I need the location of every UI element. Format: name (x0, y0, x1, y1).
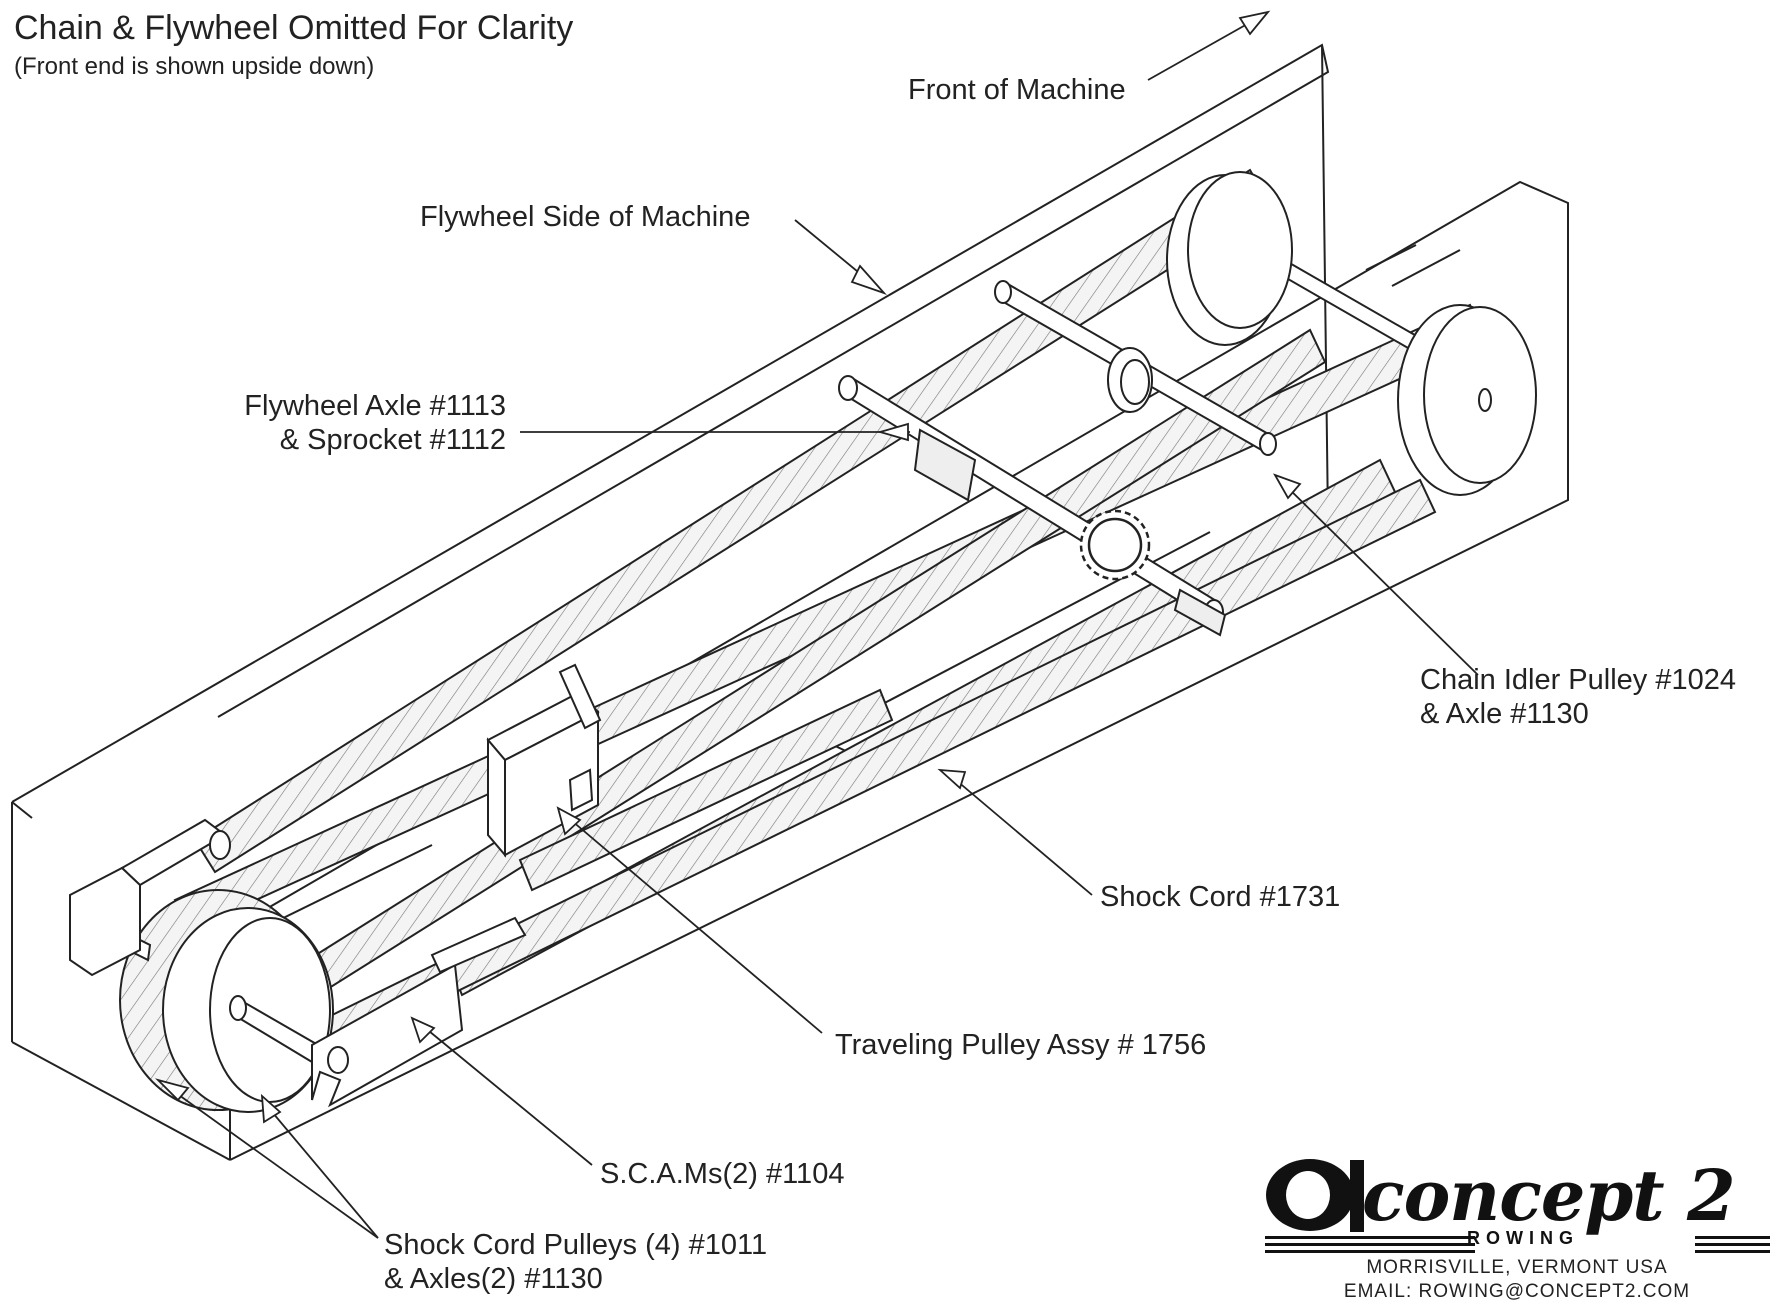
brand-tagline: ROWING (1467, 1228, 1579, 1248)
traveling-pulley-assy (486, 663, 602, 858)
concept2-logo-icon (1265, 1159, 1770, 1253)
scam-bracket-2 (311, 916, 527, 1108)
brand-address: MORRISVILLE, VERMONT USA (1366, 1257, 1668, 1278)
brand-email: EMAIL: ROWING@CONCEPT2.COM (1343, 1281, 1691, 1302)
leader-shock-pulleys-a (164, 1084, 379, 1239)
leader-traveling-pulley (564, 814, 823, 1034)
label-chain-idler-line2: & Axle #1130 (1420, 698, 1589, 730)
leader-shock-pulleys-b (261, 1099, 379, 1239)
label-flywheel-axle-line2: & Sprocket #1112 (279, 424, 506, 456)
label-flywheel-axle-line1: Flywheel Axle #1113 (244, 390, 506, 422)
label-flywheel-axle: Flywheel Axle #1113 & Sprocket #1112 (244, 389, 506, 457)
sprocket (1079, 509, 1151, 581)
label-shock-pulleys-line2: & Axles(2) #1130 (384, 1263, 603, 1295)
chain-idler-pulley (1107, 347, 1153, 413)
front-pulley-pair (119, 889, 334, 1113)
brand-name: concept 2 (1362, 1154, 1736, 1237)
scam-bracket-1 (69, 818, 231, 977)
label-shock-pulleys: Shock Cord Pulleys (4) #1011 & Axles(2) … (384, 1228, 767, 1296)
label-chain-idler-line1: Chain Idler Pulley #1024 (1420, 664, 1736, 696)
leader-scams (417, 1021, 593, 1166)
concept2-logo: concept 2 ROWING (1262, 1154, 1772, 1300)
rear-pulley-lower (1397, 304, 1537, 496)
label-front-of-machine: Front of Machine (908, 74, 1126, 106)
diagram-subtitle: (Front end is shown upside down) (14, 53, 375, 80)
diagram-title: Chain & Flywheel Omitted For Clarity (14, 9, 574, 47)
rear-pulley-upper (1166, 171, 1293, 346)
leader-shock-cord (949, 774, 1093, 896)
label-flywheel-side: Flywheel Side of Machine (420, 201, 751, 233)
label-chain-idler: Chain Idler Pulley #1024 & Axle #1130 (1420, 663, 1736, 731)
label-traveling-pulley: Traveling Pulley Assy # 1756 (835, 1029, 1207, 1061)
leader-arrow-icon (154, 10, 1302, 1124)
label-shock-cord: Shock Cord #1731 (1100, 881, 1341, 913)
label-scams: S.C.A.Ms(2) #1104 (600, 1158, 845, 1190)
label-shock-pulleys-line1: Shock Cord Pulleys (4) #1011 (384, 1229, 768, 1261)
leader-chain-idler (1279, 479, 1479, 676)
